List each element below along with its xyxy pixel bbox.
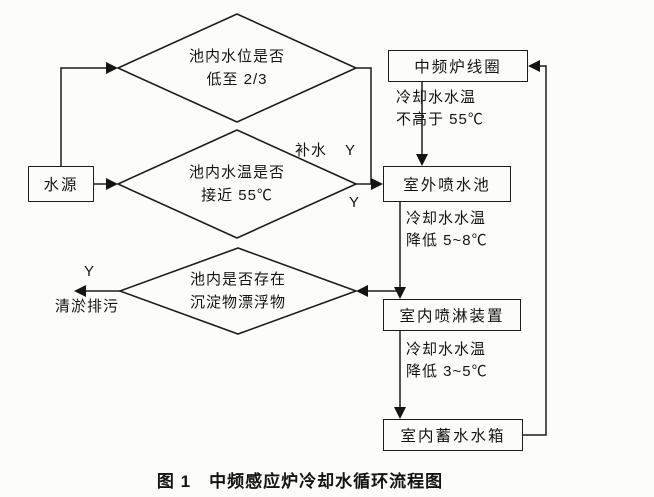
label-spray-to-tank-line1: 冷却水水温	[406, 341, 487, 358]
decision-sediment-label: 池内是否存在 沉淀物漂浮物	[148, 268, 328, 314]
label-coil-to-pool: 冷却水水温 不高于 55℃	[396, 87, 484, 131]
node-water-source: 水源	[28, 166, 94, 202]
label-coil-to-pool-line1: 冷却水水温	[396, 89, 477, 106]
edge-source-to-level-check	[60, 62, 118, 166]
label-pool-to-spray-line2: 降低 5~8℃	[406, 232, 488, 249]
label-pool-to-spray-line1: 冷却水水温	[406, 210, 487, 227]
node-furnace-coil: 中频炉线圈	[388, 50, 528, 82]
edge-tank-to-coil-loop	[523, 60, 547, 436]
decision-water-temp-line2: 接近 55℃	[201, 187, 273, 204]
label-drain: 清淤排污	[55, 298, 120, 315]
decision-water-level-line2: 低至 2/3	[206, 71, 268, 88]
label-pool-to-spray: 冷却水水温 降低 5~8℃	[406, 208, 488, 252]
decision-water-temp-line1: 池内水温是否	[188, 164, 285, 181]
decision-water-level-label: 池内水位是否 低至 2/3	[147, 45, 327, 91]
label-replenish: 补水	[295, 142, 328, 159]
label-yes-level: Y	[345, 142, 357, 159]
label-yes-sediment: Y	[84, 263, 96, 280]
decision-sediment-line2: 沉淀物漂浮物	[189, 294, 286, 311]
label-yes-temp: Y	[349, 194, 361, 211]
label-spray-to-tank: 冷却水水温 降低 3~5℃	[406, 339, 488, 383]
node-indoor-spray-device: 室内喷淋装置	[383, 299, 521, 331]
decision-sediment-line1: 池内是否存在	[189, 271, 286, 288]
node-indoor-water-tank: 室内蓄水水箱	[383, 419, 523, 451]
decision-water-temp-label: 池内水温是否 接近 55℃	[147, 161, 327, 207]
label-spray-to-tank-line2: 降低 3~5℃	[406, 363, 488, 380]
decision-water-level-line1: 池内水位是否	[188, 48, 285, 65]
edge-level-check-to-junction	[356, 67, 372, 184]
node-outdoor-spray-pool: 室外喷水池	[383, 166, 511, 202]
figure-caption: 图 1 中频感应炉冷却水循环流程图	[156, 472, 444, 491]
label-coil-to-pool-line2: 不高于 55℃	[396, 111, 484, 128]
